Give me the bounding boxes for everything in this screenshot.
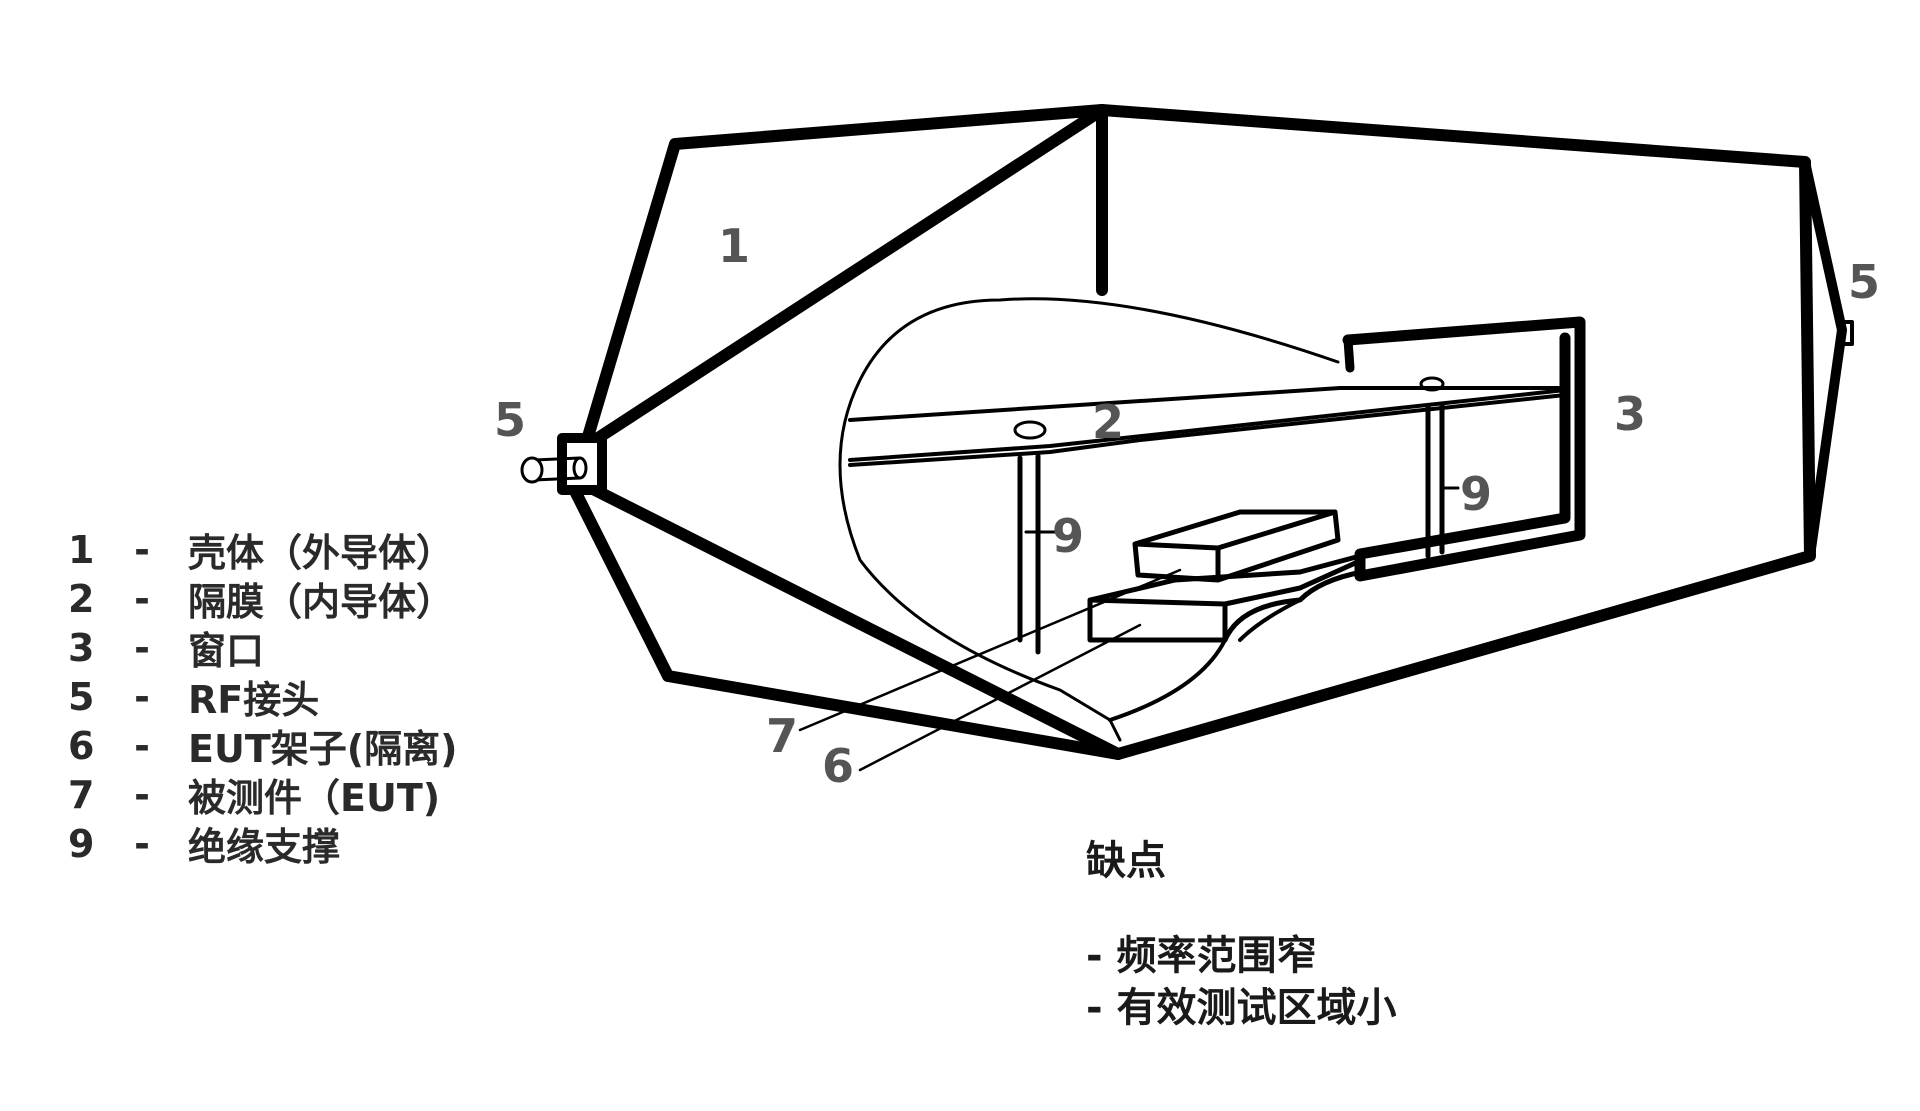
legend-dash: - bbox=[134, 527, 150, 572]
leader-line-6 bbox=[858, 623, 1142, 772]
legend-number: 5 bbox=[68, 674, 95, 719]
legend-number: 1 bbox=[68, 527, 95, 572]
callout-6: 6 bbox=[822, 739, 854, 793]
leader-line-7 bbox=[798, 568, 1182, 732]
callout-7: 7 bbox=[766, 709, 798, 763]
callout-3: 3 bbox=[1614, 387, 1646, 441]
right-connector-wedge bbox=[1800, 157, 1847, 561]
left-connector-pin bbox=[532, 456, 582, 482]
legend-dash: - bbox=[134, 723, 150, 768]
legend-number: 7 bbox=[68, 772, 95, 817]
eut-box bbox=[1132, 509, 1341, 583]
legend-number: 9 bbox=[68, 821, 95, 866]
legend-number: 6 bbox=[68, 723, 95, 768]
legend-item: 5 - RF接头 bbox=[68, 672, 457, 723]
legend-item: 3 - 窗口 bbox=[68, 623, 457, 674]
eut-rack bbox=[1087, 553, 1365, 643]
notes-title: 缺点 bbox=[1086, 838, 1166, 884]
callout-5-left: 5 bbox=[494, 393, 526, 447]
legend-label: 绝缘支撑 bbox=[188, 825, 341, 869]
window-frame bbox=[1342, 316, 1586, 582]
legend-label: 壳体（外导体） bbox=[188, 531, 455, 575]
legend-number: 2 bbox=[68, 576, 95, 621]
legend-dash: - bbox=[134, 772, 150, 817]
callout-2: 2 bbox=[1092, 395, 1124, 449]
note-item: - 频率范围窄 bbox=[1086, 933, 1317, 979]
septum-front-edge bbox=[848, 388, 1567, 462]
legend-dash: - bbox=[134, 674, 150, 719]
rack-wave bbox=[1108, 598, 1302, 722]
insulating-support-left bbox=[1017, 453, 1041, 655]
legend-dash: - bbox=[134, 576, 150, 621]
legend-label: 隔膜（内导体） bbox=[188, 580, 455, 624]
legend-label: RF接头 bbox=[188, 678, 320, 722]
legend-item: 2 - 隔膜（内导体） bbox=[68, 574, 457, 625]
legend-item: 7 - 被测件（EUT) bbox=[68, 770, 457, 821]
legend-item: 1 - 壳体（外导体） bbox=[68, 525, 457, 576]
legend-label: 窗口 bbox=[188, 629, 265, 673]
callout-1: 1 bbox=[718, 219, 750, 273]
legend-label: 被测件（EUT) bbox=[188, 776, 441, 820]
shell-edge-lower bbox=[589, 484, 1124, 760]
legend-item: 6 - EUT架子(隔离) bbox=[68, 721, 458, 772]
legend-dash: - bbox=[134, 625, 150, 670]
legend-number: 3 bbox=[68, 625, 95, 670]
septum-hole-right bbox=[1419, 376, 1445, 392]
insulating-support-right bbox=[1425, 401, 1445, 559]
right-connector-tip bbox=[1840, 320, 1854, 346]
legend-dash: - bbox=[134, 821, 150, 866]
shell-edge-upper bbox=[589, 104, 1108, 446]
septum-hole-left bbox=[1013, 420, 1047, 440]
callout-9-right: 9 bbox=[1460, 467, 1492, 521]
note-item: - 有效测试区域小 bbox=[1086, 985, 1397, 1031]
disadvantages-notes: 缺点 - 频率范围窄 - 有效测试区域小 bbox=[1086, 828, 1397, 1034]
legend-item: 9 - 绝缘支撑 bbox=[68, 819, 457, 870]
left-connector-box bbox=[557, 433, 607, 495]
callout-5-right: 5 bbox=[1848, 255, 1880, 309]
callout-9-left: 9 bbox=[1052, 509, 1084, 563]
outer-shell-outline bbox=[567, 104, 1816, 760]
cutaway-outline bbox=[838, 297, 1340, 742]
legend-label: EUT架子(隔离) bbox=[188, 727, 458, 771]
legend: 1 - 壳体（外导体） 2 - 隔膜（内导体） 3 - 窗口 5 - RF接头 … bbox=[68, 525, 458, 870]
